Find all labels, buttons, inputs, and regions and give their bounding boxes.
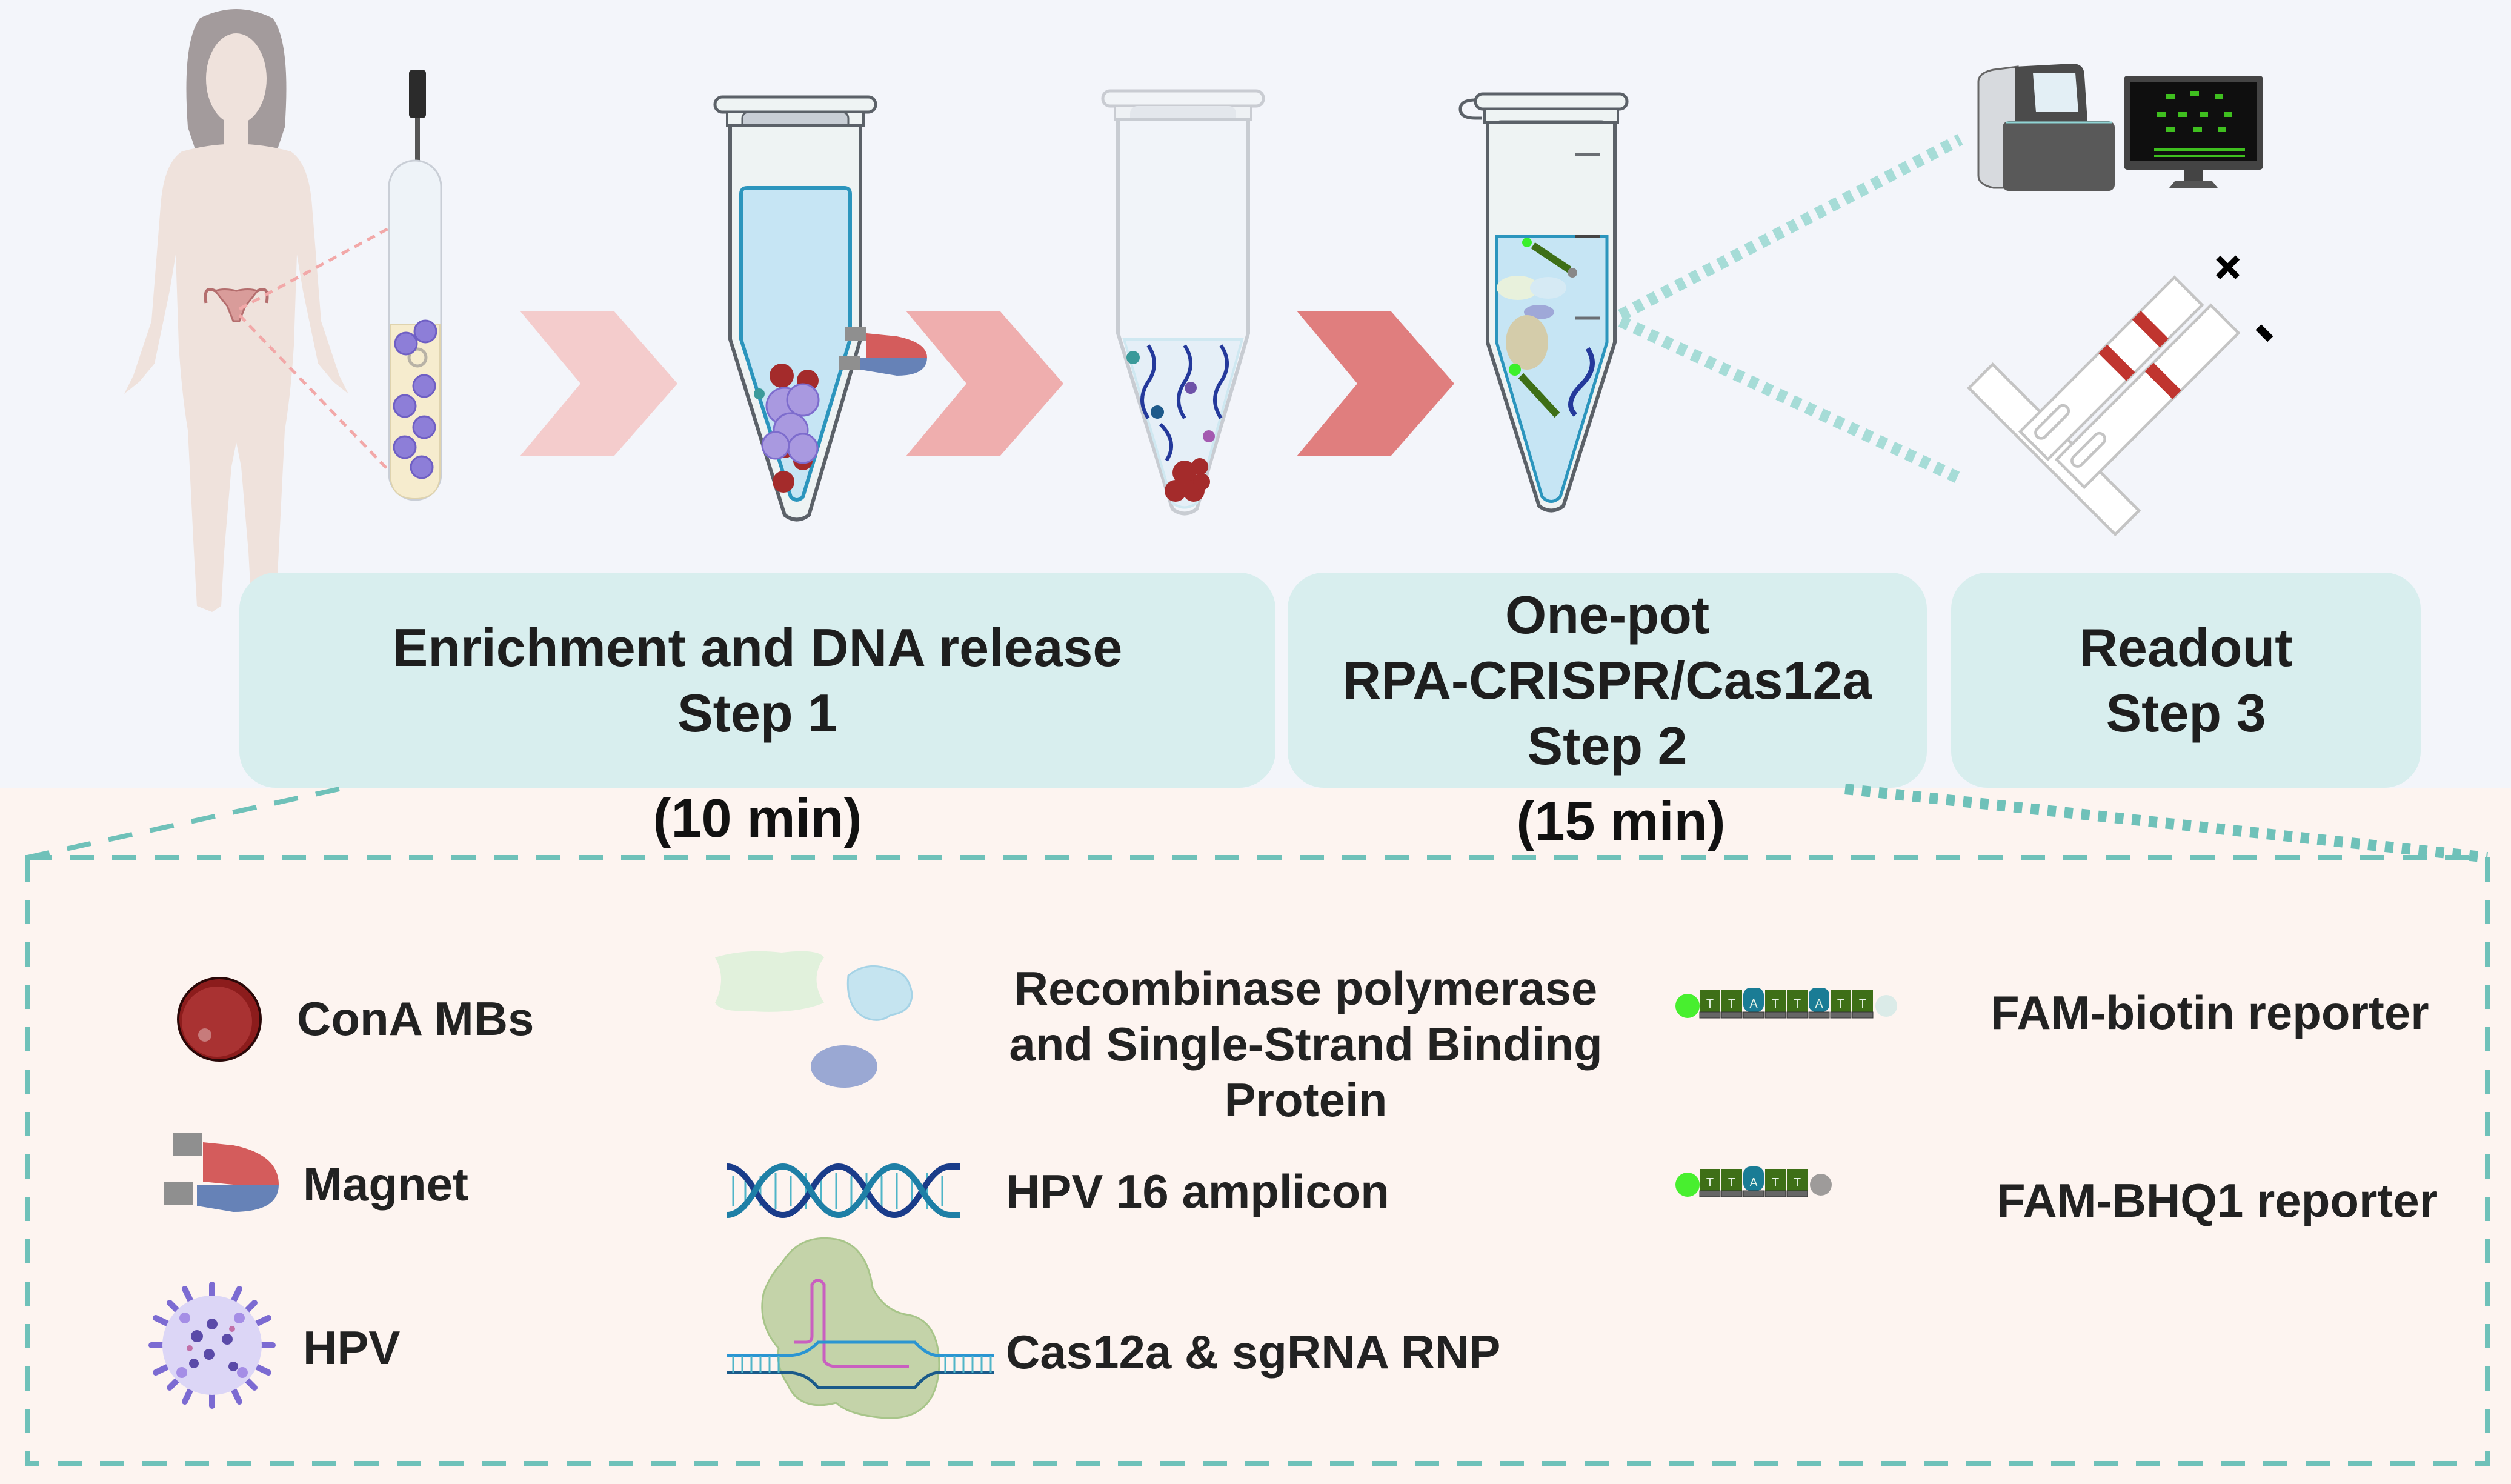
bead-icon — [177, 977, 262, 1062]
legend-label-hpv: HPV — [303, 1321, 401, 1374]
legend-label-cona-mbs: ConA MBs — [297, 992, 534, 1045]
svg-text:A: A — [1749, 1176, 1758, 1190]
legend-label-hpv16-amplicon: HPV 16 amplicon — [1006, 1165, 1389, 1218]
legend-label-rpa-line2: and Single-Strand Binding — [1009, 1017, 1603, 1071]
arrow-3-icon — [1297, 311, 1454, 456]
nucleotide-T: T — [1852, 990, 1874, 1019]
svg-text:T: T — [1706, 1176, 1714, 1190]
quencher-icon — [1810, 1174, 1832, 1196]
step-2-title-line2: RPA-CRISPR/Cas12a — [1342, 650, 1872, 710]
nucleotide-T: T — [1764, 1169, 1786, 1197]
nucleotide-T: T — [1764, 990, 1786, 1019]
step-1-title: Enrichment and DNA release — [392, 617, 1123, 677]
magnet-icon — [164, 1133, 279, 1212]
legend-area — [0, 788, 2511, 1484]
magnet-icon — [839, 327, 927, 376]
svg-text:T: T — [1706, 997, 1714, 1011]
step-3-label: Step 3 — [2106, 682, 2266, 743]
legend-label-fam-bhq1: FAM-BHQ1 reporter — [1997, 1174, 2438, 1227]
nucleotide-A: A — [1808, 988, 1830, 1019]
sequencer-instrument-icon — [1977, 64, 2263, 191]
nucleotide-A: A — [1743, 988, 1764, 1019]
dna-release-tube-icon — [1101, 89, 1265, 516]
nucleotide-T: T — [1786, 990, 1808, 1019]
svg-text:T: T — [1728, 1176, 1735, 1190]
step-2-duration: (15 min) — [1516, 791, 1726, 852]
svg-text:T: T — [1728, 997, 1735, 1011]
nucleotide-T: T — [1830, 990, 1852, 1019]
cas12a-rnp-icon — [727, 1237, 994, 1419]
svg-text:T: T — [1794, 997, 1801, 1011]
step-3-box: Readout Step 3 — [1951, 573, 2421, 788]
nucleotide-T: T — [1699, 1169, 1721, 1197]
step-1-box: Enrichment and DNA release Step 1 — [239, 573, 1275, 788]
zoom-lines — [238, 225, 392, 474]
svg-text:A: A — [1815, 997, 1823, 1011]
step-2-box: One-pot RPA-CRISPR/Cas12a Step 2 — [1288, 573, 1927, 788]
strip-negative — [2054, 303, 2241, 490]
uterus-icon — [204, 288, 269, 322]
legend-frame — [25, 784, 2490, 1466]
enrichment-tube-icon — [713, 95, 877, 522]
nucleotide-T: T — [1721, 990, 1743, 1019]
nucleotide-T: T — [1786, 1169, 1808, 1197]
virus-icon — [148, 1282, 276, 1409]
nucleotide-T: T — [1721, 1169, 1743, 1197]
legend-label-rpa-ssb: Recombinase polymerase and Single-Strand… — [976, 960, 1636, 1128]
fam-fluorophore-icon — [1675, 1173, 1700, 1197]
step-2-title-line1: One-pot — [1505, 584, 1710, 645]
woman-figure-icon — [124, 9, 348, 612]
nucleotide-T: T — [1699, 990, 1721, 1019]
step-1-label: Step 1 — [677, 682, 838, 743]
nucleotide-A: A — [1743, 1166, 1764, 1197]
quencher-icon — [1875, 995, 1897, 1017]
step-1-duration: (10 min) — [653, 788, 862, 849]
svg-text:T: T — [1837, 997, 1844, 1011]
legend-label-rpa-line1: Recombinase polymerase — [1014, 962, 1598, 1015]
legend-label-rpa-line3: Protein — [1224, 1073, 1388, 1126]
fam-fluorophore-icon — [1675, 994, 1700, 1018]
sample-tube-icon — [388, 70, 442, 501]
protein-icon — [715, 951, 913, 1088]
arrow-1-icon — [520, 311, 677, 456]
svg-text:T: T — [1859, 997, 1866, 1011]
svg-text:T: T — [1794, 1176, 1801, 1190]
svg-text:T: T — [1772, 1176, 1779, 1190]
step-3-title: Readout — [2079, 617, 2293, 677]
svg-text:T: T — [1772, 997, 1779, 1011]
legend-label-fam-biotin: FAM-biotin reporter — [1991, 986, 2429, 1039]
legend-label-magnet: Magnet — [303, 1157, 468, 1211]
lateral-flow-strips-icon — [1967, 275, 2241, 537]
step-2-label: Step 2 — [1527, 715, 1688, 776]
readout-lines — [1618, 134, 1963, 485]
svg-text:A: A — [1749, 997, 1758, 1011]
strip-positive — [2018, 275, 2204, 462]
dna-helix-icon — [727, 1163, 960, 1219]
arrow-2-icon — [906, 311, 1063, 456]
reaction-tube-icon — [1458, 92, 1629, 513]
legend-label-cas12a-rnp: Cas12a & sgRNA RNP — [1006, 1325, 1501, 1379]
